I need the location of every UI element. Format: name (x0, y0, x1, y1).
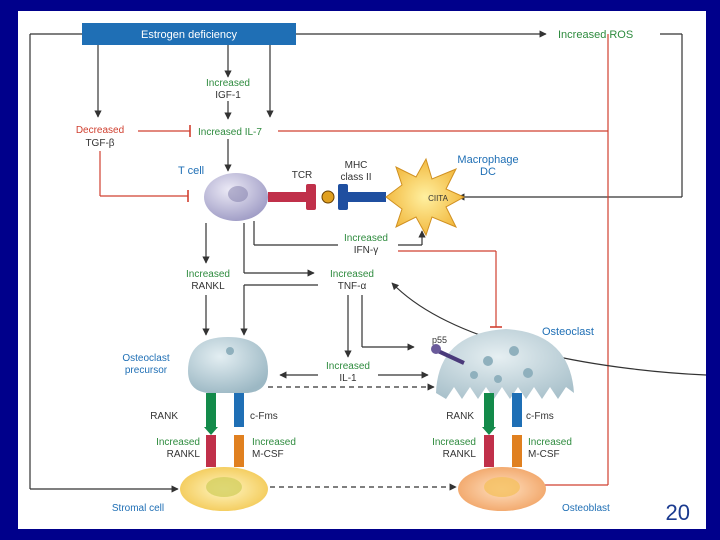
estrogen-deficiency-box (82, 23, 296, 45)
rankl-tcell-label-line2: RANKL (191, 281, 225, 292)
rank-right-label: RANK (446, 411, 474, 422)
tcell-label: T cell (178, 165, 204, 177)
precursor-label-line2: precursor (125, 365, 168, 376)
rankl-left-label-line1: Increased (156, 437, 200, 448)
estrogen-pathway-diagram: Estrogen deficiency Increased ROS Increa… (29, 23, 706, 514)
osteoclast-label: Osteoclast (542, 326, 594, 338)
mcsf-right-label-line1: Increased (528, 437, 572, 448)
precursor-label-line1: Osteoclast (122, 353, 169, 364)
mhc-label-line2: class II (340, 172, 371, 183)
il7-label: Increased IL-7 (198, 127, 262, 138)
rank-left-label: RANK (150, 411, 178, 422)
igf1-label-line1: Increased (206, 78, 250, 89)
mhc-label-line1: MHC (345, 160, 368, 171)
tnf-alpha-label-line2: TNF-α (338, 281, 367, 292)
cfms-right-label: c-Fms (526, 411, 554, 422)
page-number: 20 (665, 500, 690, 525)
rankl-right-label-line2: RANKL (443, 449, 477, 460)
tgf-beta-label-line2: TGF-β (85, 138, 114, 149)
mcsf-left-label-line1: Increased (252, 437, 296, 448)
rankl-tcell-label-line1: Increased (186, 269, 230, 280)
osteoclast-cell (436, 329, 574, 399)
macrophage-label-line2: DC (480, 166, 496, 178)
cfms-left-label: c-Fms (250, 411, 278, 422)
il1-label-line2: IL-1 (339, 373, 357, 384)
rankl-left-label-line2: RANKL (167, 449, 201, 460)
tgf-beta-label-line1: Decreased (76, 125, 124, 136)
slide-canvas: Estrogen deficiency Increased ROS Increa… (18, 11, 706, 529)
mcsf-left-label-line2: M-CSF (252, 449, 284, 460)
tcr-label: TCR (292, 170, 313, 181)
estrogen-deficiency-label: Estrogen deficiency (141, 29, 237, 41)
rankl-right-label-line1: Increased (432, 437, 476, 448)
ciita-label: CIITA (428, 194, 449, 203)
igf1-label-line2: IGF-1 (215, 90, 241, 101)
ifn-gamma-label-line1: Increased (344, 233, 388, 244)
osteoblast-label: Osteoblast (562, 503, 610, 514)
p55-label: p55 (432, 335, 447, 345)
ifn-gamma-label-line2: IFN-γ (354, 245, 378, 256)
increased-ros-label: Increased ROS (558, 29, 633, 41)
macrophage-label-line1: Macrophage (457, 154, 518, 166)
osteoclast-precursor-cell (188, 337, 268, 393)
tnf-alpha-label-line1: Increased (330, 269, 374, 280)
macrophage-cell (385, 157, 466, 237)
il1-label-line1: Increased (326, 361, 370, 372)
stromal-cell-label: Stromal cell (112, 503, 164, 514)
mcsf-right-label-line2: M-CSF (528, 449, 560, 460)
